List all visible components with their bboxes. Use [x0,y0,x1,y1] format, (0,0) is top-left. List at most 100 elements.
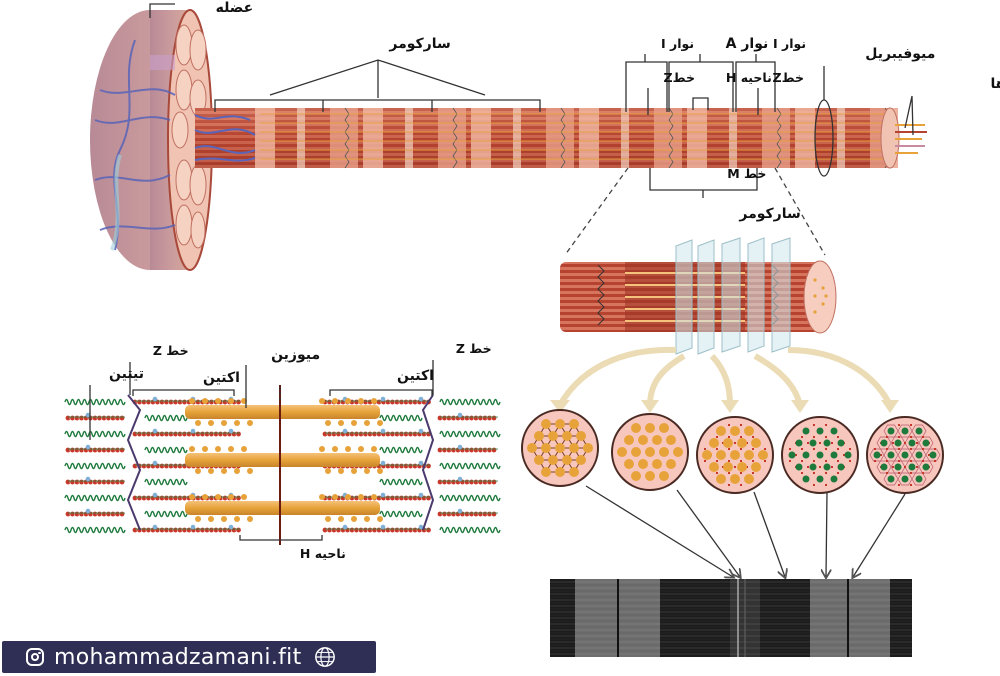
troponin [228,428,234,434]
actin-dot [813,484,815,486]
troponin [418,492,424,498]
fascicles [171,24,207,249]
titin-coil [439,398,501,406]
myosin-head [247,420,253,426]
thin-filament-dot [901,427,909,435]
thick-filament-dot [751,462,761,472]
thin-filament-dot [830,451,838,459]
troponin [457,444,463,450]
actin-dot [752,460,754,462]
myosin-head [345,446,351,452]
label-z-line-bottom-right: خط Z [456,341,492,356]
myosin-head [358,446,364,452]
actin-dot [716,436,718,438]
actin-dot [922,460,924,462]
actin-dot [898,460,900,462]
actin-dot [807,442,809,444]
actin-dot [813,460,815,462]
thin-filament-dot [830,475,838,483]
actin-dot [801,448,803,450]
actin-dot [892,466,894,468]
thick-filament-dot [645,447,655,457]
titin-coil [64,462,126,470]
titin-coil [379,510,423,518]
troponin [418,396,424,402]
troponin [380,428,386,434]
troponin [85,412,91,418]
troponin [152,492,158,498]
thick-filament-dot [576,455,586,465]
actin-dot [734,442,736,444]
thick-filament-dot [716,450,726,460]
instagram-icon [26,648,44,666]
thick-filament-dot [652,435,662,445]
myofibril-closeup [560,237,837,355]
myosin-head [221,420,227,426]
h-zone-band [621,108,629,168]
actin-dot [898,424,900,426]
thin-filament-dot [894,439,902,447]
myosin-head [377,516,383,522]
thick-filament-dot [562,431,572,441]
troponin [228,524,234,530]
myosin-head [319,398,325,404]
watermark-banner[interactable]: mohammadzamani.fit [2,641,376,673]
myosin-head [377,468,383,474]
actin-bead [491,479,497,485]
thin-filament-dot [802,451,810,459]
myosin-head [325,516,331,522]
actin-dot [813,436,815,438]
actin-bead [119,511,125,517]
actin-dot [813,448,815,450]
myosin-head [234,468,240,474]
thick-filament-dot [631,423,641,433]
actin-bead [491,415,497,421]
actin-bead [491,511,497,517]
actin-bead [425,527,432,533]
thick-filament-dot [744,474,754,484]
actin-dot [904,442,906,444]
troponin [418,460,424,466]
myosin-head [371,446,377,452]
micrograph-arrows [585,485,906,577]
actin-dot [910,472,912,474]
thin-filament-dot [915,475,923,483]
actin-dot [819,466,821,468]
actin-dot [789,460,791,462]
actin-bead [425,495,432,501]
label-myofibril: میوفیبریل [865,46,935,62]
actin-filament [132,396,242,405]
actin-dot [825,484,827,486]
titin-coil [439,430,501,438]
actin-filament [65,412,125,421]
myosin-head [325,468,331,474]
actin-filament [65,476,125,485]
myosin-head [247,468,253,474]
thick-filament-dot [541,467,551,477]
thin-filament-dot [929,451,937,459]
actin-dot [910,424,912,426]
troponin [85,508,91,514]
troponin [152,428,158,434]
sarcomere-detail [64,385,501,545]
myosin-head [215,494,221,500]
myosin-head [195,468,201,474]
thick-filament-dot [541,443,551,453]
thin-filament-dot [844,451,852,459]
thick-filament-dot [631,471,641,481]
myosin-head [325,420,331,426]
myosin-head [228,446,234,452]
actin-dot [734,466,736,468]
myosin-head [221,468,227,474]
actin-filament [132,524,242,533]
watermark-handle[interactable]: mohammadzamani.fit [54,644,302,670]
thin-filament-dot [908,439,916,447]
sarcomere-labels: خط Z میوزین خط Z تیتین اکتین اکتین ناحیه… [89,341,492,561]
troponin [342,524,348,530]
z-lattice-cell [911,472,927,486]
titin-coil [144,446,188,454]
thin-filament-dot [908,463,916,471]
actin-dot [716,448,718,450]
thin-filament-dot [887,475,895,483]
